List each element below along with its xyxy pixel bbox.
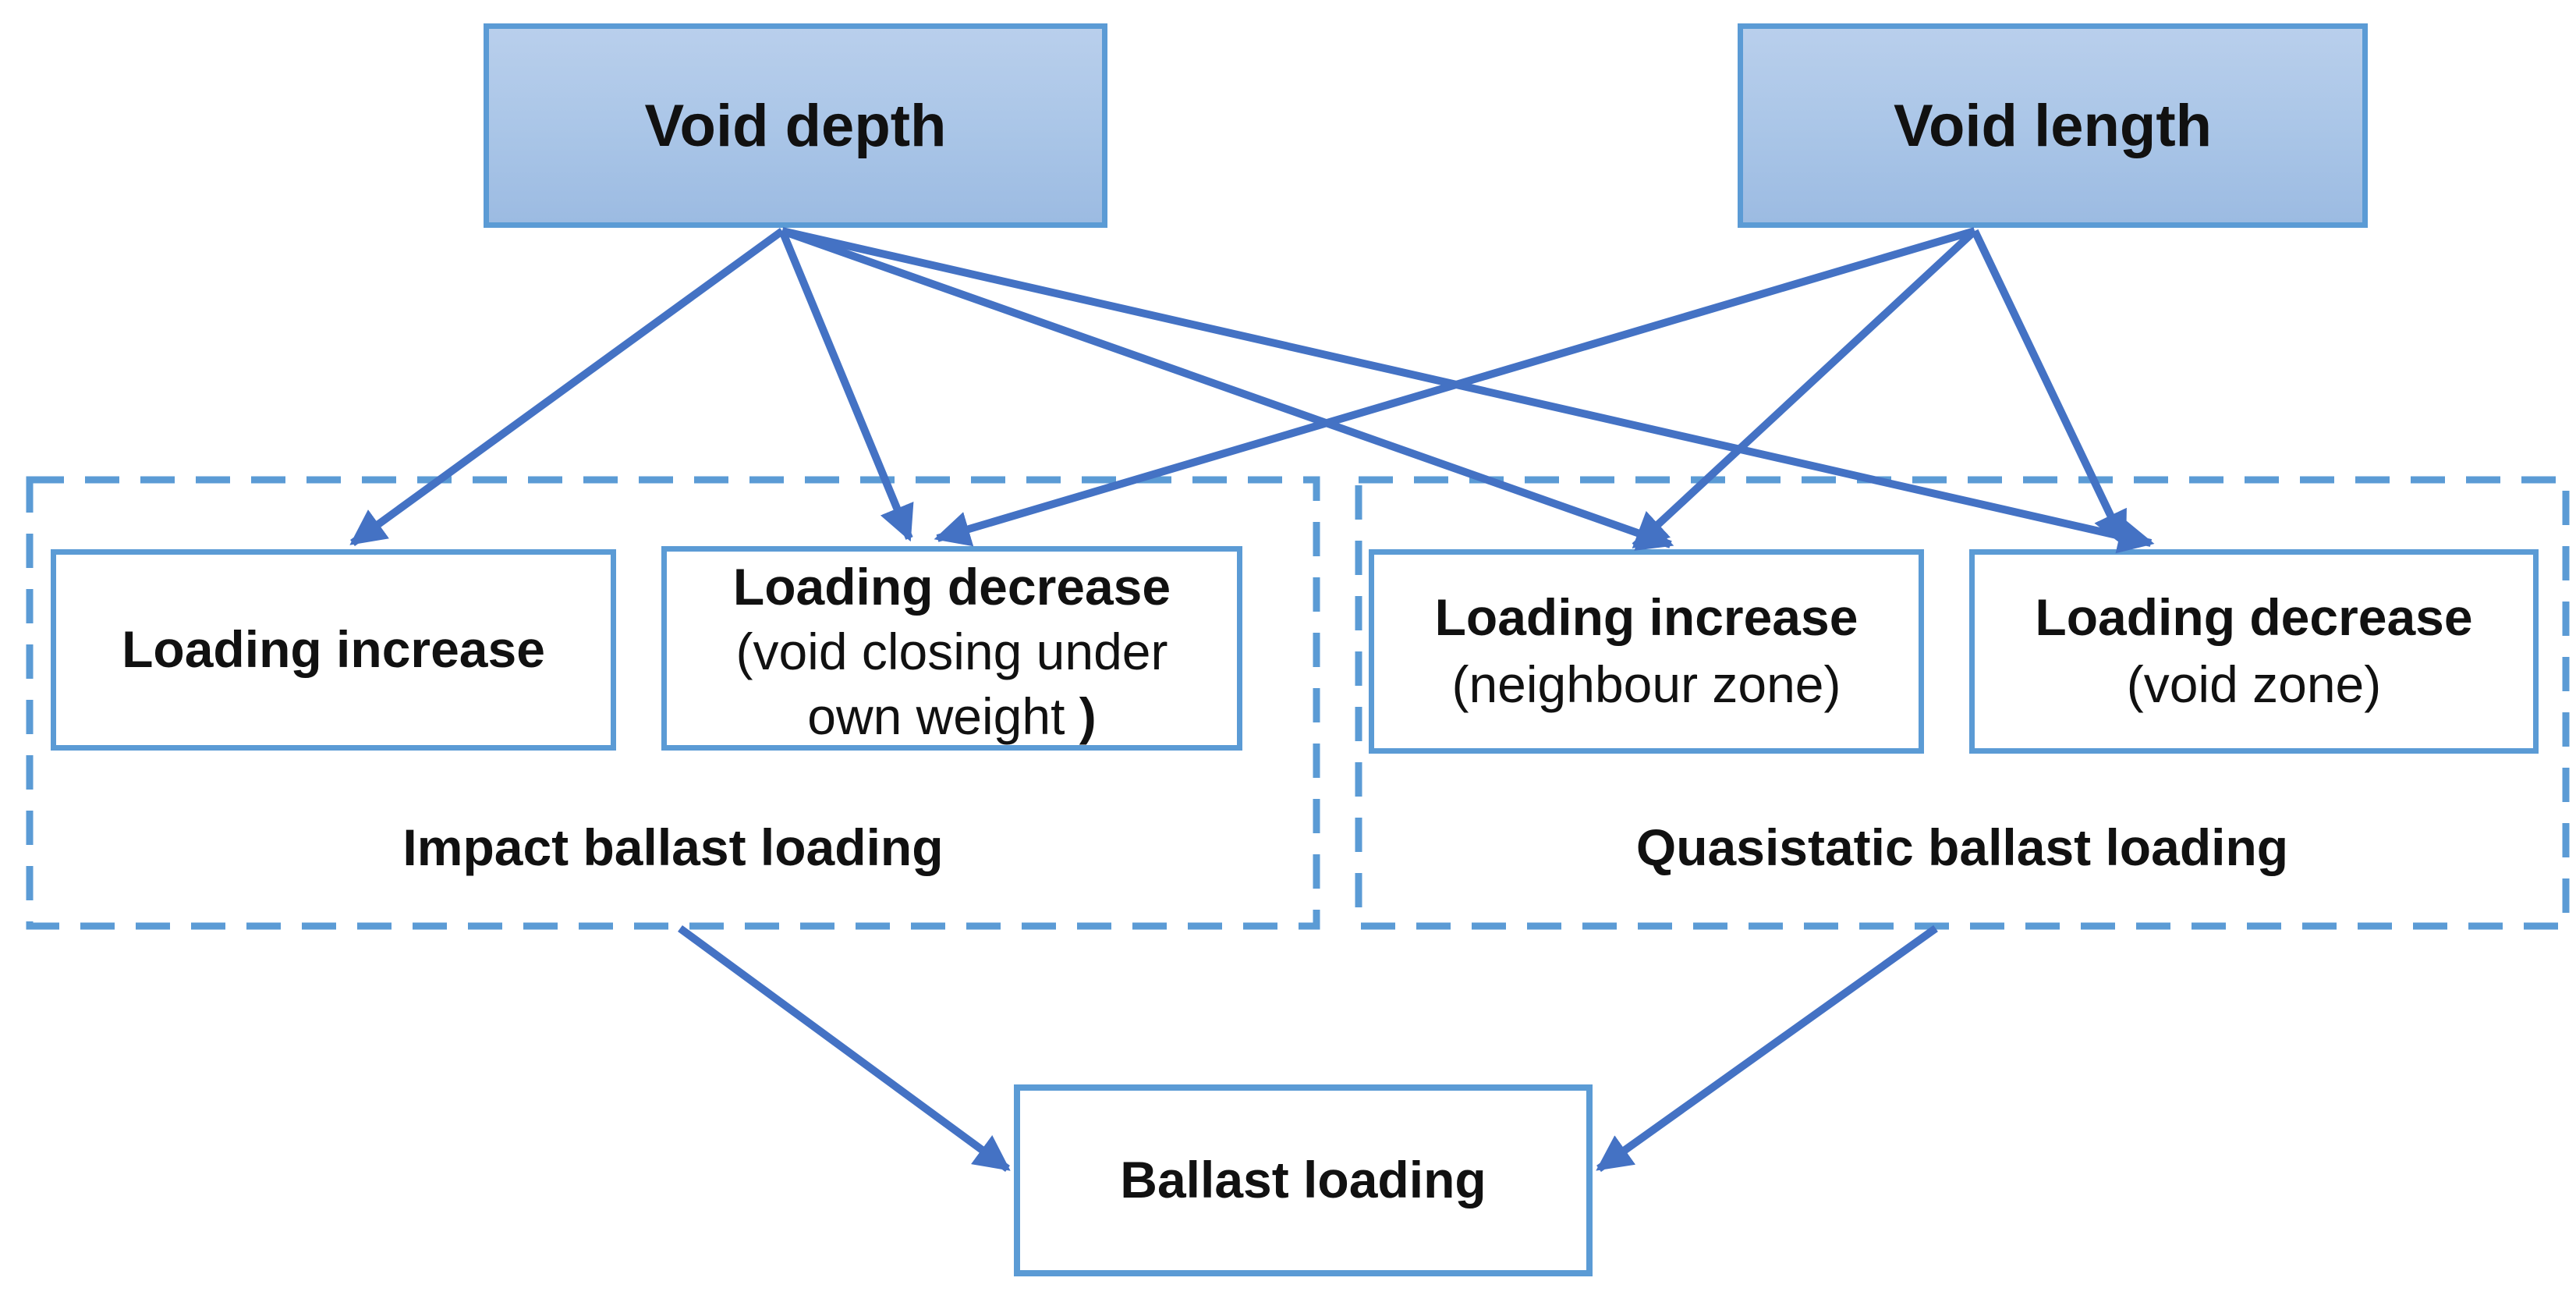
ballast-loading-node: Ballast loading	[1014, 1084, 1593, 1276]
quasistatic-loading-increase-title: Loading increase	[1434, 588, 1858, 647]
arrow-void-length-to-impact-decrease	[934, 227, 1976, 547]
ballast-loading-label: Ballast loading	[1120, 1151, 1486, 1209]
arrow-void-depth-to-quasi-increase	[781, 227, 1674, 551]
impact-loading-increase-title: Loading increase	[122, 620, 545, 679]
void-depth-node: Void depth	[484, 23, 1107, 228]
impact-loading-decrease-title: Loading decrease	[732, 558, 1171, 616]
arrow-quasi-group-to-ballast	[1596, 925, 1938, 1173]
quasistatic-loading-increase-node: Loading increase (neighbour zone)	[1369, 549, 1924, 754]
void-length-node: Void length	[1738, 23, 2368, 228]
arrow-void-depth-to-impact-increase	[349, 227, 785, 547]
quasistatic-loading-decrease-title: Loading decrease	[2035, 588, 2473, 647]
quasistatic-loading-increase-subtitle: (neighbour zone)	[1451, 655, 1841, 713]
impact-group-label: Impact ballast loading	[402, 818, 944, 876]
quasistatic-loading-decrease-node: Loading decrease (void zone)	[1969, 549, 2539, 754]
impact-loading-increase-node: Loading increase	[51, 549, 616, 751]
quasistatic-group-label: Quasistatic ballast loading	[1635, 818, 2289, 876]
void-length-label: Void length	[1893, 92, 2213, 159]
arrow-void-depth-to-impact-decrease	[778, 229, 914, 542]
arrow-void-depth-to-quasi-decrease	[781, 227, 2155, 554]
arrow-void-length-to-quasi-increase	[1632, 228, 1978, 549]
void-depth-label: Void depth	[644, 92, 947, 159]
quasistatic-loading-decrease-subtitle: (void zone)	[2126, 655, 2382, 713]
impact-loading-decrease-subtitle: (void closing under own weight )	[735, 623, 1168, 746]
impact-loading-decrease-node: Loading decrease (void closing under own…	[661, 546, 1242, 751]
arrow-void-length-to-quasi-decrease	[1971, 229, 2128, 548]
arrow-impact-group-to-ballast	[678, 925, 1011, 1173]
